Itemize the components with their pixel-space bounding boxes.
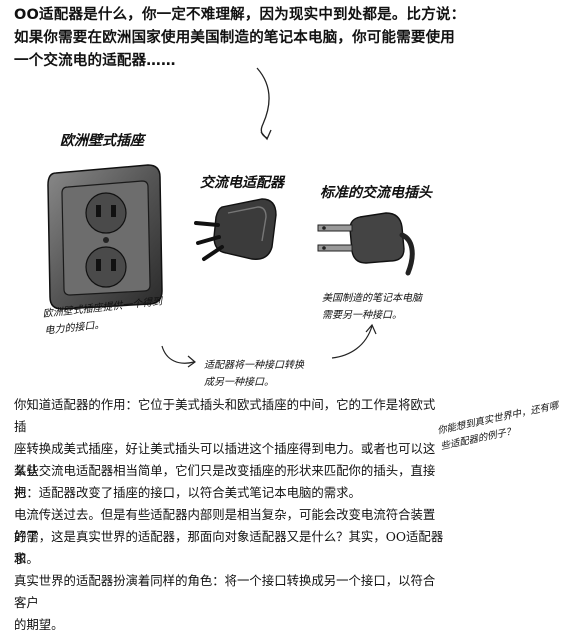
intro-line-3: 一个交流电的适配器…… <box>14 53 176 69</box>
paragraph-1: 你知道适配器的作用：它位于美式插头和欧式插座的中间，它的工作是将欧式插 座转换成… <box>14 394 444 504</box>
arrow-adapter-to-plug <box>331 323 377 359</box>
socket-title: 欧洲壁式插座 <box>60 133 144 149</box>
paragraph-3-line-1: 好了，这是真实世界的适配器，那面向对象适配器又是什么？其实，OO适配器和 <box>14 529 444 566</box>
paragraph-3-line-2: 真实世界的适配器扮演着同样的角色：将一个接口转换成另一个接口，以符合客户 <box>14 573 436 610</box>
paragraph-3-line-3: 的期望。 <box>14 617 64 632</box>
plug-caption: 美国制造的笔记本电脑 需要另一种接口。 <box>322 290 422 324</box>
paragraph-1-line-2: 座转换成美式插座，好让美式插头可以插进这个插座得到电力。或者也可以这么认 <box>14 441 436 478</box>
adapter-title: 交流电适配器 <box>200 175 284 191</box>
paragraph-2: 某些交流电适配器相当简单，它们只是改变插座的形状来匹配你的插头，直接把 电流传送… <box>14 460 444 570</box>
european-socket-image <box>47 164 163 310</box>
paragraph-2-line-1: 某些交流电适配器相当简单，它们只是改变插座的形状来匹配你的插头，直接把 <box>14 463 436 500</box>
intro-line-1: OO适配器是什么，你一定不难理解，因为现实中到处都是。比方说： <box>14 7 466 23</box>
paragraph-1-line-3: 为：适配器改变了插座的接口，以符合美式笔记本电脑的需求。 <box>14 485 361 500</box>
adapter-caption: 适配器将一种接口转换 成另一种接口。 <box>204 357 304 391</box>
ac-adapter-image <box>194 198 277 261</box>
paragraph-3: 好了，这是真实世界的适配器，那面向对象适配器又是什么？其实，OO适配器和 真实世… <box>14 526 444 636</box>
paragraph-2-line-3: 求。 <box>14 551 39 566</box>
intro-heading: OO适配器是什么，你一定不难理解，因为现实中到处都是。比方说： 如果你需要在欧洲… <box>14 4 574 73</box>
arrow-socket-to-adapter <box>161 345 196 368</box>
intro-line-2: 如果你需要在欧洲国家使用美国制造的笔记本电脑，你可能需要使用 <box>14 30 455 46</box>
curved-arrow-top <box>256 67 272 141</box>
paragraph-1-line-1: 你知道适配器的作用：它位于美式插头和欧式插座的中间，它的工作是将欧式插 <box>14 397 436 434</box>
plug-title: 标准的交流电插头 <box>320 185 432 201</box>
paragraph-2-line-2: 电流传送过去。但是有些适配器内部则是相当复杂，可能会改变电流符合装置的需 <box>14 507 436 544</box>
plug-caption-line-2: 需要另一种接口。 <box>322 310 402 321</box>
side-note: 你能想到真实世界中，还有哪 些适配器的例子？ <box>436 395 580 455</box>
adapter-caption-line-2: 成另一种接口。 <box>204 377 274 388</box>
plug-caption-line-1: 美国制造的笔记本电脑 <box>322 293 422 304</box>
adapter-caption-line-1: 适配器将一种接口转换 <box>204 360 304 371</box>
us-plug-image <box>317 212 415 276</box>
